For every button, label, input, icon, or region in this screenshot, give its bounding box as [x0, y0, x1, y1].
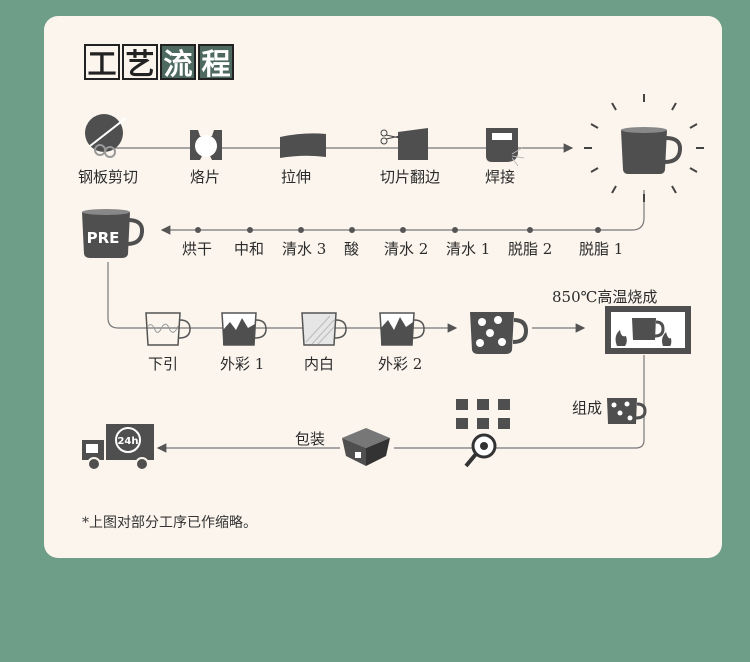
dipping-mug-icon [145, 312, 191, 346]
title-char-1: 工 [84, 44, 120, 81]
pre-treatment-mug-icon: PRE [82, 209, 145, 258]
step-rinse-3: 清水 3 [282, 240, 327, 258]
step-acid: 酸 [344, 240, 360, 258]
step-dipping: 下引 [148, 355, 179, 373]
step-rinse-1: 清水 1 [446, 240, 491, 258]
process-card [44, 16, 722, 558]
title-char-3: 流 [160, 44, 196, 81]
step-assembly: 组成 [572, 399, 603, 417]
step-drying: 烘干 [182, 240, 213, 258]
pre-badge: PRE [87, 229, 120, 247]
connector-1-2 [160, 190, 645, 235]
stretching-icon [280, 133, 326, 158]
title-char-2: 艺 [122, 44, 158, 81]
flanging-icon [380, 128, 428, 160]
page-title: 工 艺 流 程 [84, 44, 234, 81]
assembled-mug-icon [607, 398, 647, 424]
step-degrease-2: 脱脂 2 [508, 240, 553, 258]
title-char-4: 程 [198, 44, 234, 81]
step-flanging: 切片翻边 [380, 168, 441, 186]
outer-color-1-mug-icon [221, 312, 267, 346]
step-neutralizing: 中和 [234, 240, 265, 258]
step-packing: 包装 [295, 430, 326, 448]
truck-24h-label: 24h [117, 436, 138, 447]
connector-2-3 [107, 262, 458, 333]
step-outer-color-2: 外彩 2 [378, 355, 423, 373]
connector-3-4 [394, 355, 645, 449]
flower-mug-icon [470, 312, 529, 354]
package-box-icon [342, 428, 390, 466]
step-firing: 850℃高温烧成 [552, 288, 658, 306]
steel-cutting-icon [85, 114, 127, 158]
blanking-icon [190, 130, 222, 160]
footnote: *上图对部分工序已作缩略。 [82, 515, 257, 531]
step-blanking: 烙片 [190, 168, 221, 186]
row2-dots [195, 227, 601, 233]
step-degrease-1: 脱脂 1 [579, 240, 624, 258]
step-stretching: 拉伸 [281, 168, 312, 186]
step-rinse-2: 清水 2 [384, 240, 429, 258]
outer-color-2-mug-icon [379, 312, 425, 346]
forming-mug-icon [584, 94, 704, 202]
step-welding: 焊接 [485, 168, 516, 186]
step-inner-white: 内白 [304, 355, 335, 373]
step-outer-color-1: 外彩 1 [220, 355, 265, 373]
kiln-icon [605, 306, 691, 354]
step-steel-cutting: 钢板剪切 [78, 168, 139, 186]
quality-check-icon [456, 399, 510, 468]
delivery-truck-icon: 24h [82, 424, 154, 471]
inner-white-mug-icon [301, 312, 347, 346]
welding-icon [486, 128, 525, 167]
